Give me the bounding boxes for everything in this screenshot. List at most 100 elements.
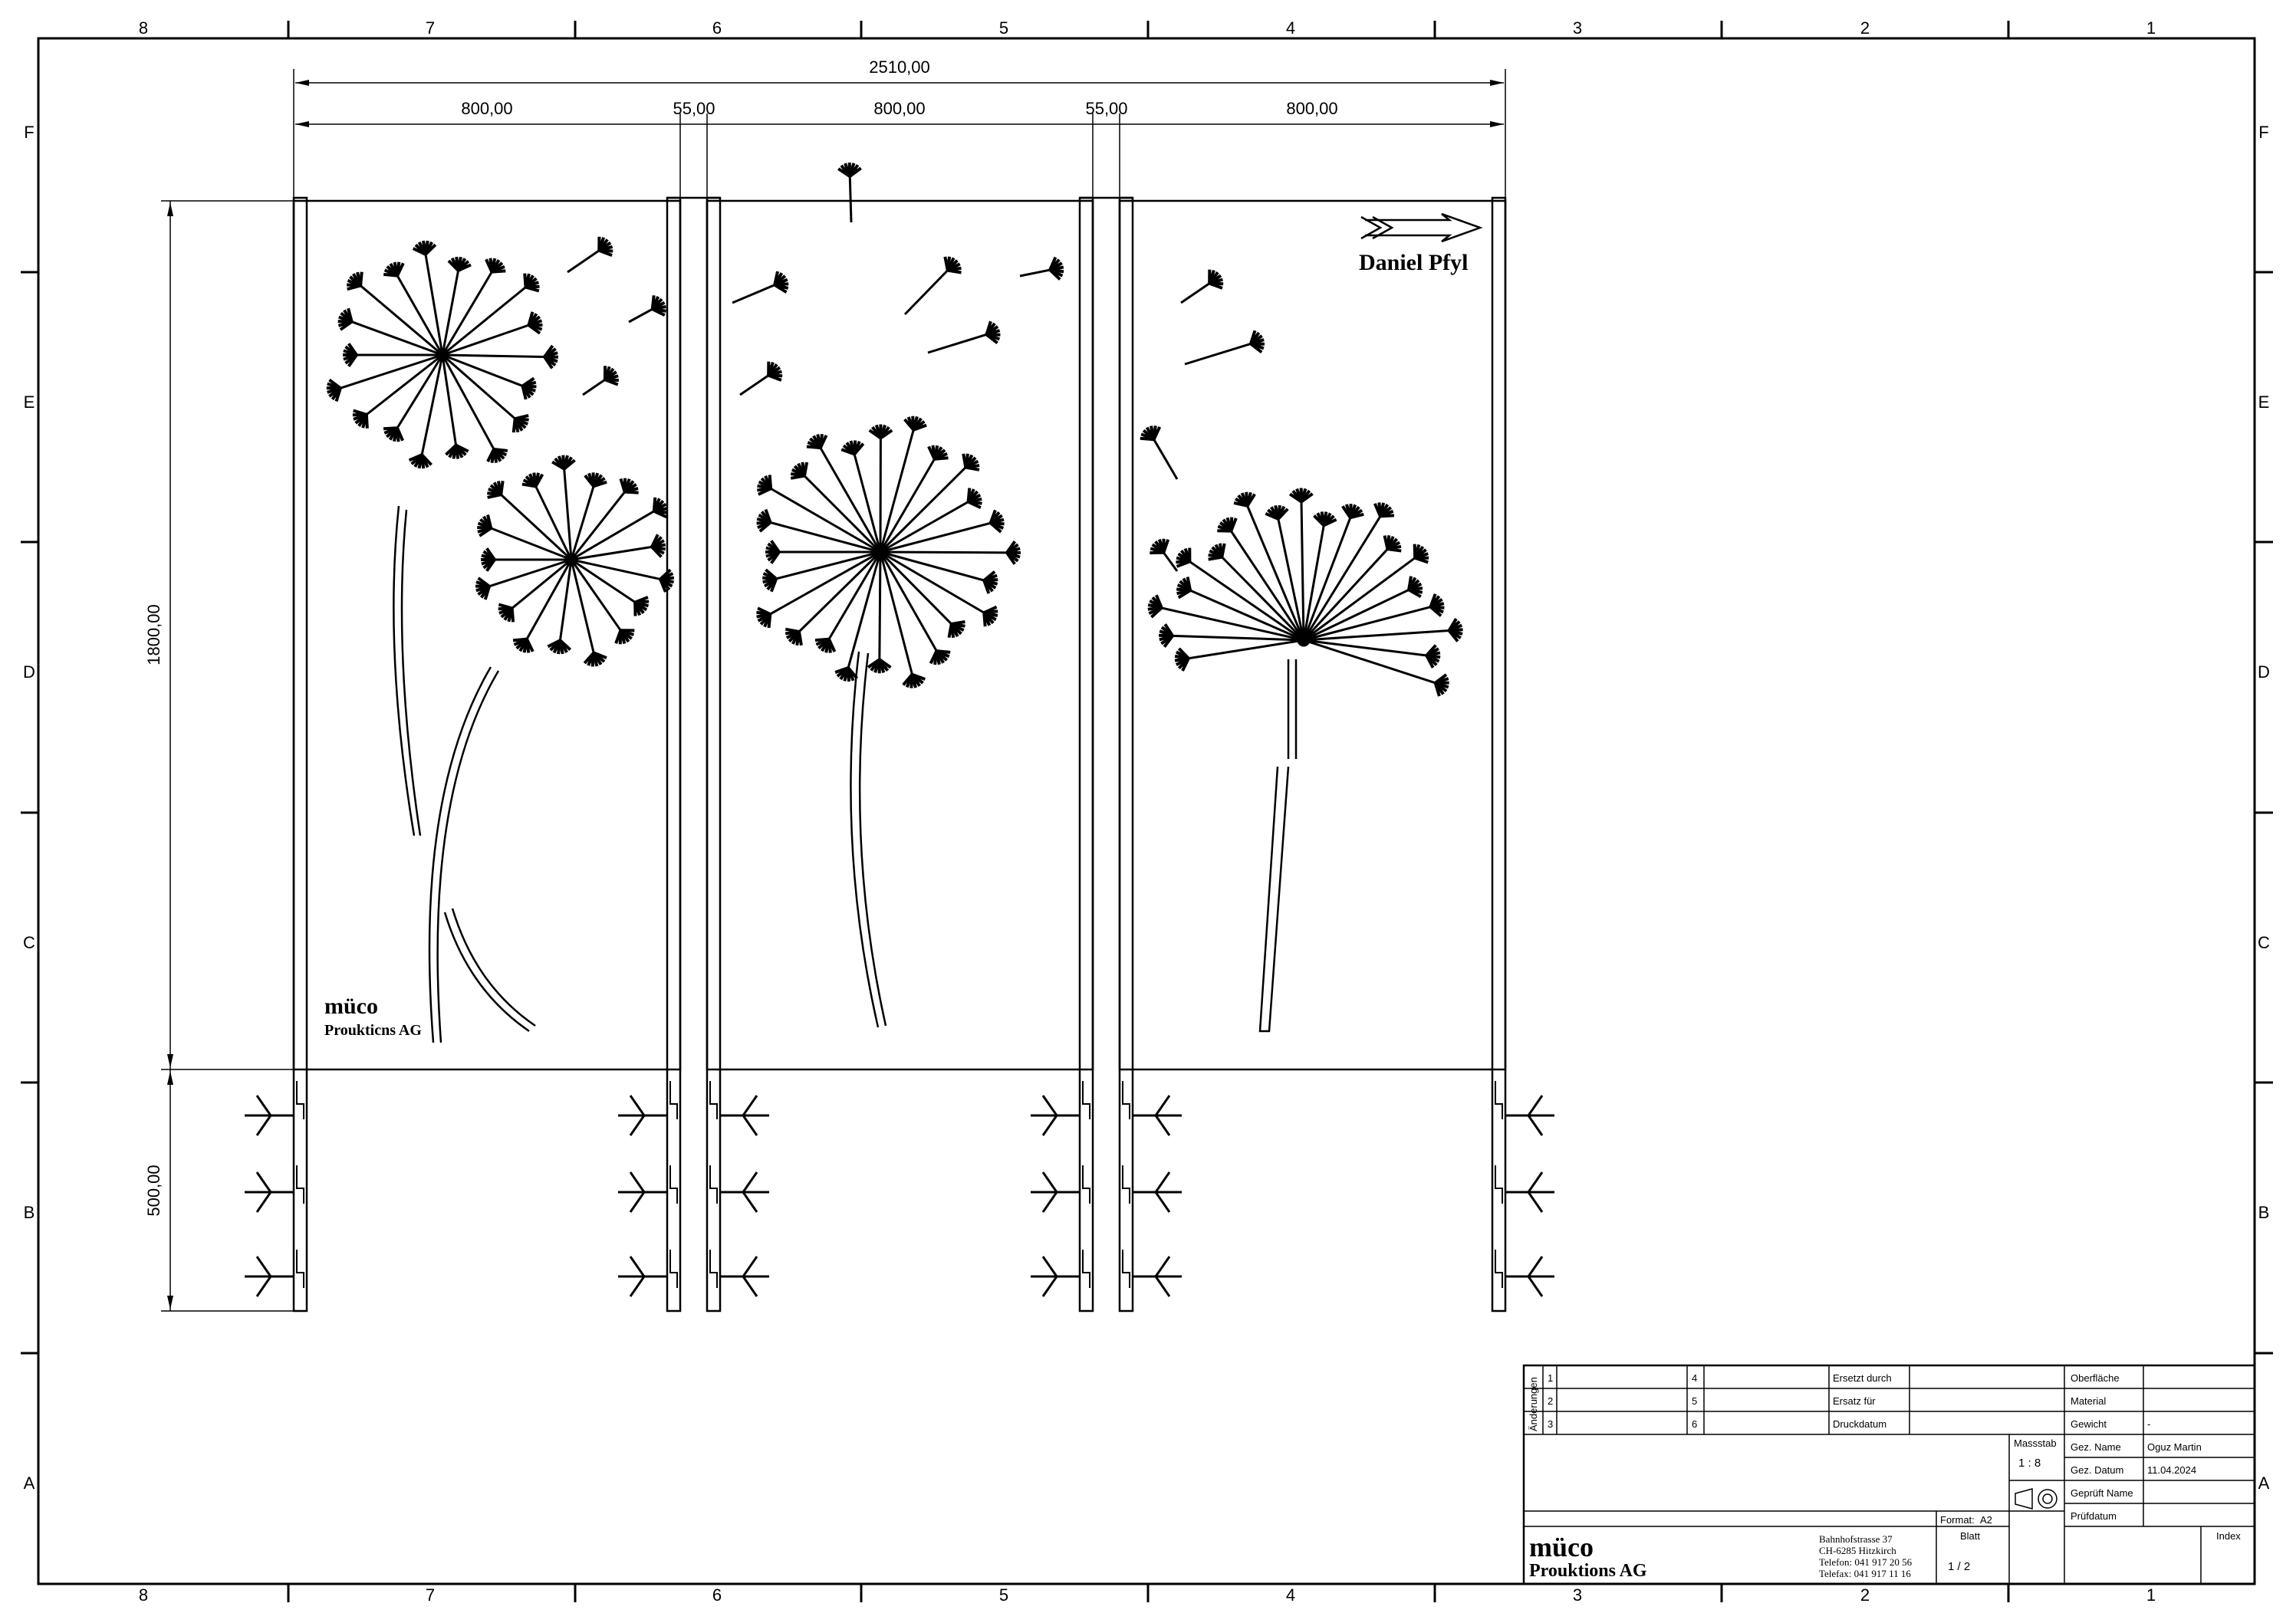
anchor-spike xyxy=(1505,1256,1554,1297)
change-num-3: 3 xyxy=(1548,1418,1553,1430)
dandelion-head-3 xyxy=(756,416,1021,688)
field-value-4: 11.04.2024 xyxy=(2147,1464,2196,1476)
zone-col-bottom-2: 2 xyxy=(1860,1585,1870,1605)
address-line-3: Telefon: 041 917 20 56 xyxy=(1819,1556,1913,1568)
dim-panel-1-width: 800,00 xyxy=(461,99,512,118)
anchor-spike xyxy=(1133,1095,1182,1136)
anchor-spike xyxy=(1031,1095,1080,1136)
zone-col-top-1: 1 xyxy=(2146,18,2156,38)
post-4 xyxy=(1078,196,1094,1313)
anchor-spike xyxy=(618,1171,667,1213)
floating-seed xyxy=(567,236,613,274)
zone-col-bottom-4: 4 xyxy=(1286,1585,1295,1605)
change-num-2: 2 xyxy=(1548,1395,1553,1407)
post-3 xyxy=(706,196,722,1313)
dandelion-cutouts xyxy=(326,162,1463,697)
change-num-4: 4 xyxy=(1692,1372,1697,1384)
zone-col-top-8: 8 xyxy=(139,18,148,38)
projection-symbol-icon xyxy=(2015,1488,2058,1510)
zone-row-right-B: B xyxy=(2258,1203,2270,1222)
field-label-2: Gewicht xyxy=(2071,1418,2107,1430)
zone-col-bottom-7: 7 xyxy=(426,1585,435,1605)
anchor-spike xyxy=(245,1171,294,1213)
zone-col-top-7: 7 xyxy=(426,18,435,38)
anchor-spike xyxy=(618,1256,667,1297)
format-label: Format: xyxy=(1940,1514,1975,1526)
field-label-1: Material xyxy=(2071,1395,2106,1407)
dimension-arrows xyxy=(167,80,1504,1309)
anchor-spike xyxy=(1031,1171,1080,1213)
field-label-0: Oberfläche xyxy=(2071,1372,2120,1384)
ground-anchors xyxy=(245,1081,1554,1297)
field-value-2: - xyxy=(2147,1418,2150,1430)
floating-seed xyxy=(732,271,789,304)
zone-row-left-B: B xyxy=(24,1203,35,1222)
zone-row-right-E: E xyxy=(2258,393,2270,412)
field-label-3: Gez. Name xyxy=(2071,1441,2121,1453)
zone-col-bottom-3: 3 xyxy=(1573,1585,1582,1605)
change-num-6: 6 xyxy=(1692,1418,1697,1430)
address-line-1: Bahnhofstrasse 37 xyxy=(1819,1533,1893,1545)
title-block-lines xyxy=(1522,1364,2256,1585)
zone-col-top-6: 6 xyxy=(712,18,722,38)
dim-panel-2-width: 800,00 xyxy=(873,99,925,118)
field-label-4: Gez. Datum xyxy=(2071,1464,2123,1476)
format-value: A2 xyxy=(1980,1514,1992,1526)
stems xyxy=(393,505,1298,1043)
floating-seed xyxy=(1140,425,1179,480)
floating-seed xyxy=(1184,330,1265,366)
arrow-engraving xyxy=(1360,212,1483,243)
floating-seed xyxy=(927,320,1001,354)
anchor-spike xyxy=(245,1095,294,1136)
post-1 xyxy=(292,196,308,1313)
zone-row-left-F: F xyxy=(24,123,34,142)
dandelion-head-4 xyxy=(1147,488,1463,697)
post-6 xyxy=(1491,196,1507,1313)
floating-seed xyxy=(1019,256,1064,281)
dimension-lines xyxy=(161,69,1506,1312)
change-num-5: 5 xyxy=(1692,1395,1697,1407)
zone-row-left-D: D xyxy=(23,662,35,682)
zone-row-left-C: C xyxy=(23,933,35,952)
zone-row-left-E: E xyxy=(24,393,35,412)
zone-col-top-3: 3 xyxy=(1573,18,1582,38)
dim-ground-height: 500,00 xyxy=(144,1165,163,1216)
zone-row-right-C: C xyxy=(2258,933,2270,952)
floating-seed xyxy=(1150,538,1179,572)
zone-row-right-D: D xyxy=(2258,662,2270,682)
address-line-2: CH-6285 Hitzkirch xyxy=(1819,1545,1896,1556)
zone-col-bottom-8: 8 xyxy=(139,1585,148,1605)
field-label-6: Prüfdatum xyxy=(2071,1510,2117,1522)
massstab-label: Massstab xyxy=(2014,1437,2057,1449)
panel3-name-text: Daniel Pfyl xyxy=(1359,250,1469,275)
ersetzt-durch-label: Ersetzt durch xyxy=(1833,1372,1892,1384)
anchor-spike xyxy=(1031,1256,1080,1297)
druckdatum-label: Druckdatum xyxy=(1833,1418,1886,1430)
company-logo-text: müco xyxy=(1529,1532,1594,1562)
anchor-spike xyxy=(1133,1256,1182,1297)
floating-seed xyxy=(582,366,619,396)
dim-panel-height: 1800,00 xyxy=(144,604,163,665)
floating-seed xyxy=(1180,269,1224,304)
dim-gap-2: 55,00 xyxy=(1085,99,1127,118)
floating-seed xyxy=(837,162,862,223)
floating-seed xyxy=(739,361,783,396)
anchor-spike xyxy=(720,1256,769,1297)
panels xyxy=(292,196,1507,1313)
panel1-logo-text: müco xyxy=(324,994,378,1019)
address-line-4: Telefax: 041 917 11 16 xyxy=(1819,1568,1911,1579)
zone-row-left-A: A xyxy=(24,1474,35,1493)
change-num-1: 1 xyxy=(1548,1372,1553,1384)
zone-col-top-5: 5 xyxy=(999,18,1008,38)
zone-col-top-4: 4 xyxy=(1286,18,1295,38)
panel1-company-text: Proukticns AG xyxy=(324,1022,422,1039)
anchor-spike xyxy=(245,1256,294,1297)
index-label: Index xyxy=(2216,1530,2241,1542)
floating-seed xyxy=(903,256,962,316)
dandelion-head-2 xyxy=(475,455,675,667)
dim-overall-width: 2510,00 xyxy=(869,57,930,77)
zone-col-bottom-5: 5 xyxy=(999,1585,1008,1605)
anchor-spike xyxy=(1505,1171,1554,1213)
anchor-spike xyxy=(1505,1095,1554,1136)
blatt-label: Blatt xyxy=(1960,1530,1980,1542)
